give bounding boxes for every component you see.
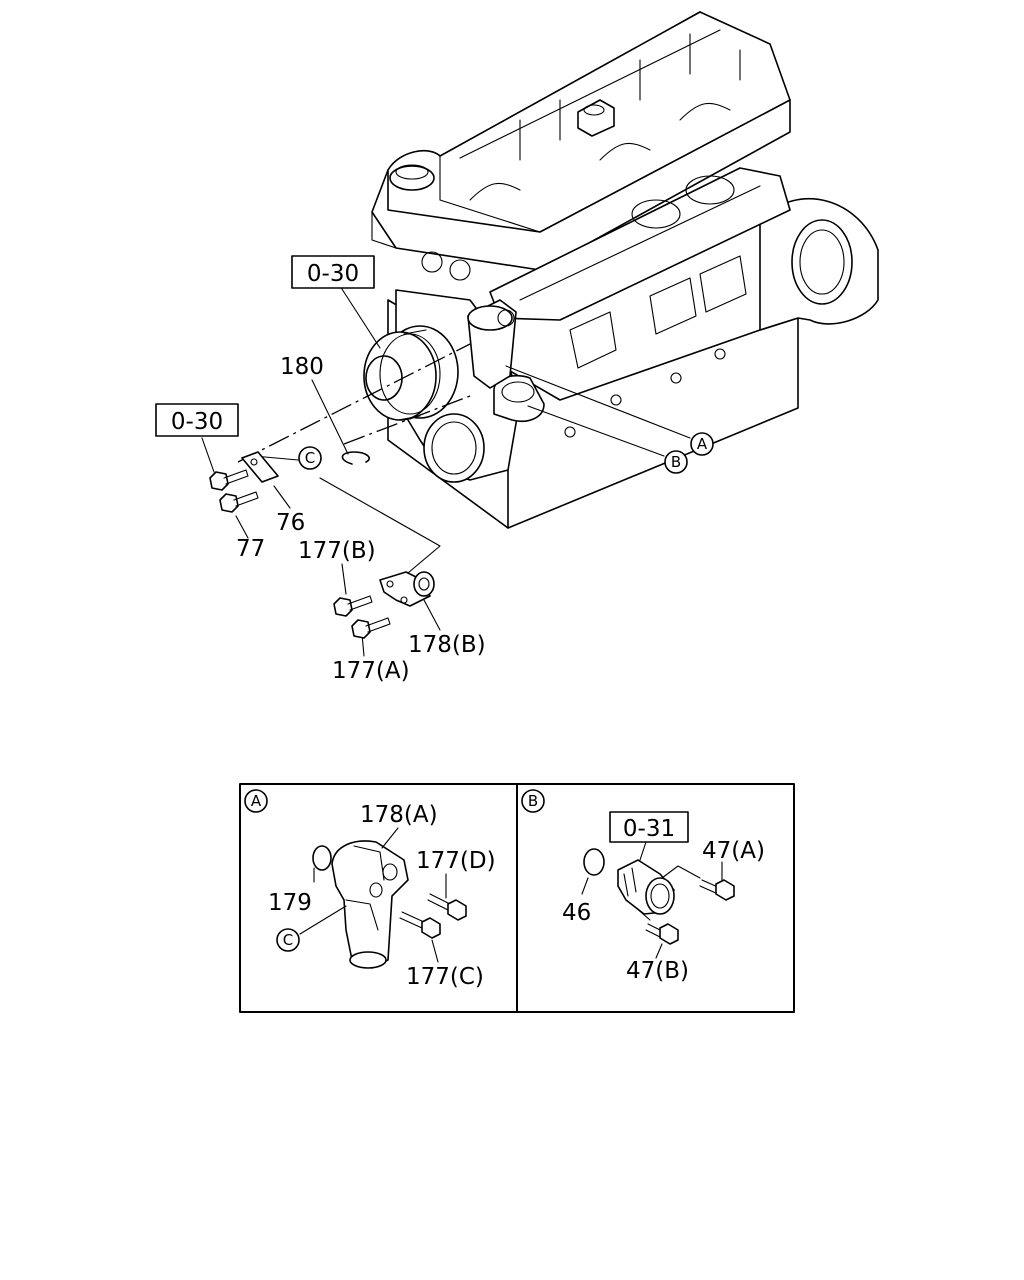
housing-178b xyxy=(379,571,435,607)
marker-a-top: A xyxy=(690,432,714,456)
detail-panel-a: A C 178(A) 177(D) 179 1 xyxy=(244,789,496,990)
label-177a: 177(A) xyxy=(332,658,410,684)
marker-b-top-label: B xyxy=(671,453,681,471)
ref-box-0-31[interactable]: 0-31 xyxy=(609,811,689,843)
seal-ring-180 xyxy=(341,451,370,465)
label-177c: 177(C) xyxy=(406,964,484,990)
ref-box-0-30-left[interactable]: 0-30 xyxy=(155,403,239,437)
detail-panel-frame xyxy=(239,783,795,1013)
label-47a: 47(A) xyxy=(702,838,765,864)
bolt-177d xyxy=(427,893,467,921)
bolt-47a xyxy=(699,879,735,901)
marker-b-top: B xyxy=(664,450,688,474)
marker-c-top: C xyxy=(298,446,322,470)
o-ring-46 xyxy=(583,848,605,876)
label-178b: 178(B) xyxy=(408,632,486,658)
marker-c-panel: C xyxy=(276,928,300,952)
bolt-177b xyxy=(333,595,373,617)
thermostat-housing-on-engine xyxy=(467,299,517,389)
engine-block xyxy=(371,11,879,529)
bolt-47b xyxy=(645,923,679,945)
marker-c-top-label: C xyxy=(305,449,315,467)
crank-pulley xyxy=(363,325,459,421)
ref-label-0-30-left: 0-30 xyxy=(171,409,223,435)
bolt-177a xyxy=(351,617,391,639)
ref-label-0-30-top: 0-30 xyxy=(307,261,359,287)
bracket-76 xyxy=(241,451,279,483)
bolt-177c xyxy=(399,911,441,939)
bolt-upper-left xyxy=(209,469,249,491)
marker-c-panel-label: C xyxy=(283,931,293,949)
label-77: 77 xyxy=(236,536,265,562)
label-76: 76 xyxy=(276,510,305,536)
marker-a-panel-label: A xyxy=(251,792,262,810)
ref-box-0-30-top[interactable]: 0-30 xyxy=(291,255,375,289)
label-179: 179 xyxy=(268,890,312,916)
label-178a: 178(A) xyxy=(360,802,438,828)
label-180: 180 xyxy=(280,354,324,380)
label-177d: 177(D) xyxy=(416,848,496,874)
ref-label-0-31: 0-31 xyxy=(623,816,675,842)
marker-a-top-label: A xyxy=(697,435,708,453)
detail-panel-b: B 0-31 47(A) 46 47(B) xyxy=(521,789,765,984)
marker-b-panel: B xyxy=(521,789,545,813)
bolt-77 xyxy=(219,491,259,513)
label-47b: 47(B) xyxy=(626,958,689,984)
label-46: 46 xyxy=(562,900,591,926)
marker-b-panel-label: B xyxy=(528,792,538,810)
o-ring-179 xyxy=(312,845,332,871)
marker-a-panel: A xyxy=(244,789,268,813)
leader-lines xyxy=(201,285,691,657)
label-177b: 177(B) xyxy=(298,538,376,564)
